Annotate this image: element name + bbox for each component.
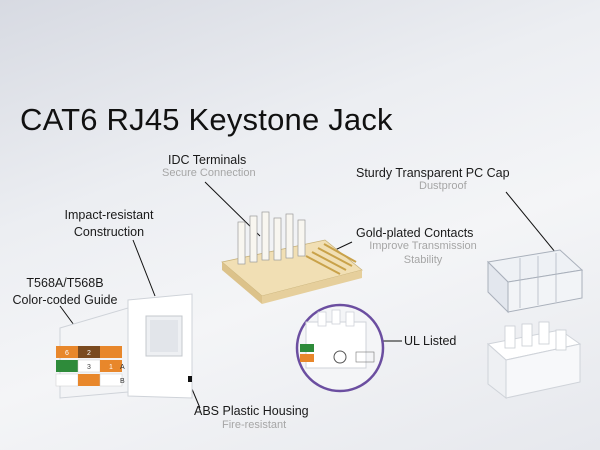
color-guide-line2: Color-coded Guide <box>12 293 118 307</box>
ul-detail-circle <box>295 303 385 393</box>
transparent-cap <box>486 249 584 314</box>
transparent-cap-label: Sturdy Transparent PC Cap <box>356 166 510 180</box>
color-guide-line1: T568A/T568B <box>26 276 104 290</box>
transparent-cap-sub: Dustproof <box>419 180 467 192</box>
impact-resistant-line2: Construction <box>73 225 145 239</box>
gold-contacts-sub2: Stability <box>403 254 443 266</box>
idc-terminals-sub: Secure Connection <box>162 167 256 179</box>
keystone-jack-main <box>55 293 193 399</box>
leader-cap <box>505 191 561 259</box>
white-keystone-body <box>486 321 582 400</box>
guide-number-4: 1 <box>109 364 113 371</box>
guide-number-3: 3 <box>87 364 91 371</box>
abs-housing-label: ABS Plastic Housing <box>194 404 309 418</box>
impact-resistant-line1: Impact-resistant <box>64 208 154 222</box>
guide-number-1: 6 <box>65 350 69 357</box>
page-title: CAT6 RJ45 Keystone Jack <box>20 102 393 137</box>
gold-contacts-sub1: Improve Transmission <box>369 240 477 252</box>
abs-housing-sub: Fire-resistant <box>222 419 287 431</box>
ul-listed-label: UL Listed <box>404 334 457 348</box>
guide-letter-a: A <box>120 364 125 371</box>
gold-contacts-label: Gold-plated Contacts <box>356 226 474 240</box>
leader-impact <box>132 239 156 297</box>
guide-number-2: 2 <box>87 350 91 357</box>
color-guide-strips <box>55 346 123 387</box>
idc-module <box>221 211 363 304</box>
idc-terminals-label: IDC Terminals <box>168 153 247 167</box>
guide-letter-b: B <box>120 378 125 385</box>
